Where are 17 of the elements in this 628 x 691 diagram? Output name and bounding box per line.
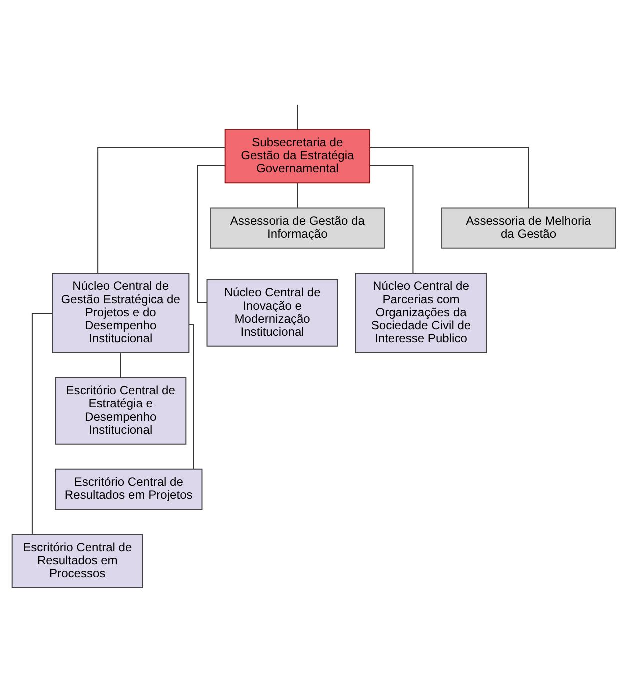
node-box: Assessoria de Gestão da Informação <box>210 207 386 248</box>
node-box: Escritório Central de Estratégia e Desempenho Institucional <box>55 377 187 444</box>
connector <box>120 352 122 378</box>
connector <box>32 312 52 534</box>
node-box: Subsecretaria de Gestão da Estratégia Governamental <box>224 128 371 184</box>
node-box: Escritório Central de Resultados em Processos <box>12 534 144 588</box>
connector <box>297 104 298 130</box>
connector <box>370 146 530 208</box>
connector <box>98 146 226 273</box>
connector <box>370 165 414 273</box>
connector <box>297 182 298 208</box>
node-box: Núcleo Central de Parcerias com Organizações da Sociedade Civil de Interesse Publico <box>355 272 488 353</box>
node-box: Assessoria de Melhoria da Gestão <box>441 207 616 248</box>
node-box: Núcleo Central de Gestão Estratégica de Projetos e do Desempenho Institucional <box>52 272 190 353</box>
node-box: Núcleo Central de Inovação e Modernização Institucional <box>206 279 338 346</box>
node-box: Escritório Central de Resultados em Projetos <box>55 468 203 510</box>
connector <box>197 165 226 303</box>
